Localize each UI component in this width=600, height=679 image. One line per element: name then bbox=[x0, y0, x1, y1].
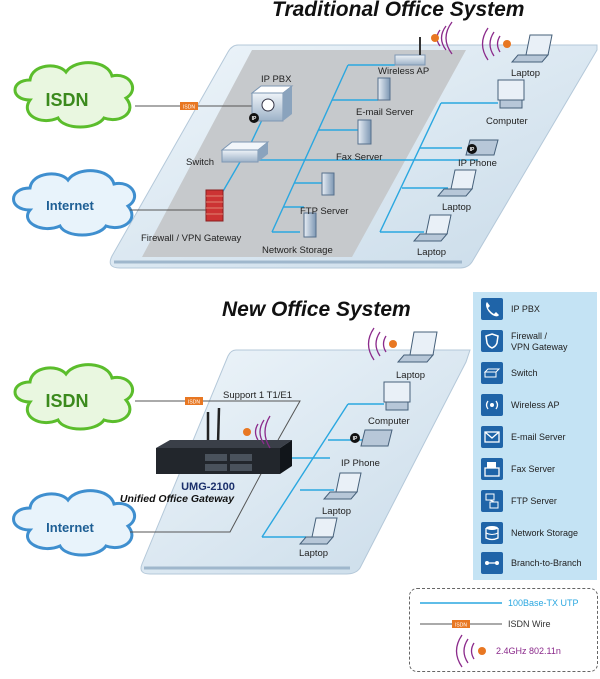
legend-item-ip-pbx: IP PBX bbox=[481, 298, 597, 324]
database-icon bbox=[481, 522, 503, 544]
internet-cloud-bottom: Internet bbox=[12, 489, 136, 557]
ftp-server-label: FTP Server bbox=[300, 206, 348, 217]
phone-handset-icon bbox=[481, 298, 503, 320]
laptop-top-3 bbox=[412, 214, 452, 242]
wireless-icon bbox=[481, 394, 503, 416]
laptop-top-1-label: Laptop bbox=[511, 68, 540, 79]
laptop-top-2 bbox=[436, 169, 477, 197]
isdn-tag-bottom bbox=[185, 397, 203, 405]
ip-phone-top: IP bbox=[465, 139, 499, 156]
ip-phone-bottom: IP bbox=[350, 429, 393, 447]
laptop-bottom-1 bbox=[367, 327, 438, 363]
svg-text:IP: IP bbox=[470, 147, 475, 153]
computer-top-label: Computer bbox=[486, 116, 528, 127]
traditional-title: Traditional Office System bbox=[272, 0, 525, 21]
legend-item-fax-server: Fax Server bbox=[481, 458, 597, 484]
laptop-bottom-3-label: Laptop bbox=[299, 548, 328, 559]
switch-icon bbox=[481, 362, 503, 384]
svg-text:ISDN: ISDN bbox=[188, 400, 200, 406]
legend-item-email-server: E-mail Server bbox=[481, 426, 597, 452]
ip-phone-top-label: IP Phone bbox=[458, 158, 497, 169]
legend-item-firewall: Firewall / VPN Gateway bbox=[481, 330, 597, 356]
isdn-cloud-top: ISDN bbox=[13, 61, 134, 129]
product-label: Unified Office Gateway bbox=[120, 493, 235, 505]
traditional-cables bbox=[214, 64, 498, 233]
new-office-cables bbox=[261, 403, 384, 538]
legend-item-network-storage: Network Storage bbox=[481, 522, 597, 548]
key-isdn-label: ISDN Wire bbox=[508, 619, 551, 629]
laptop-bottom-2 bbox=[322, 472, 362, 500]
laptop-bottom-1-label: Laptop bbox=[396, 370, 425, 381]
svg-text:ISDN: ISDN bbox=[183, 105, 195, 111]
network-storage-device bbox=[303, 212, 317, 238]
svg-text:IP: IP bbox=[252, 116, 257, 122]
key-wifi-label: 2.4GHz 802.11n bbox=[496, 646, 561, 656]
laptop-top-3-label: Laptop bbox=[417, 247, 446, 258]
email-server-label: E-mail Server bbox=[356, 107, 414, 118]
wireless-ap-label: Wireless AP bbox=[378, 66, 429, 77]
umg-gateway-device bbox=[156, 407, 292, 474]
internet-cloud-top: Internet bbox=[12, 169, 136, 237]
line-key-box bbox=[409, 588, 598, 672]
model-label: UMG-2100 bbox=[181, 481, 235, 493]
legend-item-ftp-server: FTP Server bbox=[481, 490, 597, 516]
laptop-bottom-2-label: Laptop bbox=[322, 506, 351, 517]
legend-item-branch-to-branch: Branch-to-Branch bbox=[481, 552, 597, 578]
laptop-top-2-label: Laptop bbox=[442, 202, 471, 213]
computer-top bbox=[497, 79, 525, 109]
key-utp-label: 100Base-TX UTP bbox=[508, 598, 579, 608]
email-server-device bbox=[377, 77, 391, 101]
ftp-server-icon bbox=[481, 490, 503, 512]
fax-server-device bbox=[357, 119, 372, 145]
fax-server-label: Fax Server bbox=[336, 152, 382, 163]
switch-device bbox=[220, 141, 270, 163]
computer-bottom bbox=[383, 381, 411, 411]
support-label: Support 1 T1/E1 bbox=[223, 390, 292, 401]
ftp-server-device bbox=[321, 172, 335, 196]
wireless-ap-device bbox=[394, 21, 453, 66]
legend-panel: IP PBX Firewall / VPN Gateway Switch Wir… bbox=[473, 292, 597, 580]
laptop-top-1 bbox=[481, 27, 553, 63]
isdn-cloud-top-label: ISDN bbox=[45, 90, 88, 110]
svg-text:ISDN: ISDN bbox=[455, 623, 467, 629]
new-office-title: New Office System bbox=[222, 298, 411, 321]
branch-link-icon bbox=[481, 552, 503, 574]
laptop-bottom-3 bbox=[298, 517, 338, 545]
fax-icon bbox=[481, 458, 503, 480]
svg-text:IP: IP bbox=[353, 436, 358, 442]
key-isdn-tag bbox=[452, 620, 470, 628]
switch-label: Switch bbox=[186, 157, 214, 168]
internet-cloud-top-label: Internet bbox=[46, 198, 94, 213]
envelope-icon bbox=[481, 426, 503, 448]
isdn-tag-top bbox=[180, 102, 198, 110]
legend-item-wireless-ap: Wireless AP bbox=[481, 394, 597, 420]
key-wifi-icon bbox=[455, 634, 475, 668]
isdn-cloud-bottom-label: ISDN bbox=[45, 391, 88, 411]
new-office-section: ISDN Internet ISDN bbox=[12, 327, 471, 575]
shield-icon bbox=[481, 330, 503, 352]
ip-pbx-label: IP PBX bbox=[261, 74, 292, 85]
internet-cloud-bottom-label: Internet bbox=[46, 520, 94, 535]
ip-phone-bottom-label: IP Phone bbox=[341, 458, 380, 469]
isdn-cloud-bottom: ISDN bbox=[13, 363, 134, 431]
computer-bottom-label: Computer bbox=[368, 416, 410, 427]
firewall-device bbox=[205, 189, 224, 222]
network-storage-label: Network Storage bbox=[262, 245, 333, 256]
legend-item-switch: Switch bbox=[481, 362, 597, 388]
firewall-label: Firewall / VPN Gateway bbox=[141, 233, 242, 244]
traditional-section: ISDN Internet ISDN bbox=[12, 21, 598, 269]
ip-pbx-device: IP bbox=[249, 85, 294, 123]
